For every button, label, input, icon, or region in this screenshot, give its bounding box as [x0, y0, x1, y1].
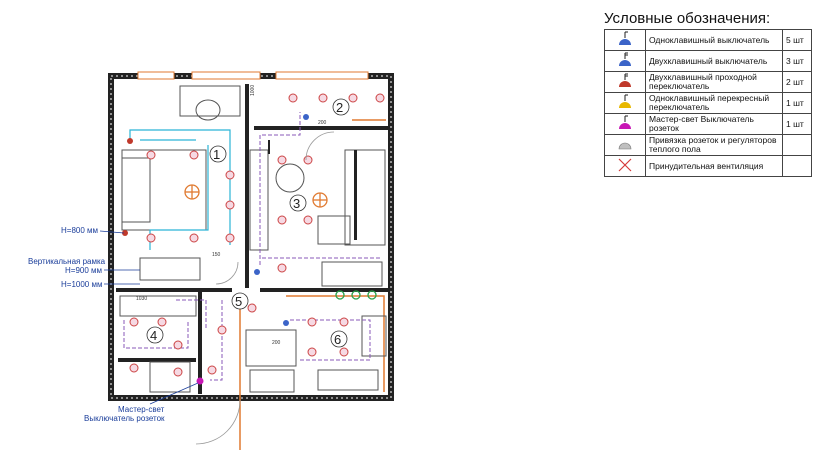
room-5: 5: [235, 294, 242, 309]
dimension-200-top: 200: [318, 120, 327, 126]
legend-label: Привязка розеток и регуляторов теплого п…: [645, 134, 783, 156]
legend-row: Привязка розеток и регуляторов теплого п…: [604, 134, 812, 156]
legend-count: 1 шт: [782, 113, 812, 135]
socket-binding-icon: [604, 134, 646, 156]
ceiling-fixtures: [129, 93, 385, 377]
legend-row: Одноклавишный выключатель 5 шт: [604, 29, 812, 51]
dimension-150: 150: [212, 252, 221, 258]
legend-table: Одноклавишный выключатель 5 шт Двухклави…: [604, 29, 812, 177]
height-1000-label: Н=1000 мм: [61, 280, 103, 289]
double-switch-icon: [604, 50, 646, 72]
legend-label: Двухклавишный проходной переключатель: [645, 71, 783, 93]
legend-count: 2 шт: [782, 71, 812, 93]
legend-label: Мастер-свет Выключатель розеток: [645, 113, 783, 135]
height-800-label: Н=800 мм: [61, 226, 99, 235]
orange-lines: [239, 119, 386, 450]
cross-switch-icon: [604, 92, 646, 114]
annotation-leaders: [99, 230, 199, 405]
legend-label: Двухклавишный выключатель: [645, 50, 783, 72]
master-light-label: Мастер-свет: [118, 405, 165, 414]
dark-elements: [268, 140, 357, 240]
legend-count: 5 шт: [782, 29, 812, 51]
main-ceiling-lights: [184, 184, 328, 208]
dimension-200-bottom: 200: [272, 340, 281, 346]
single-switch-icon: [604, 29, 646, 51]
legend-row: Одноклавишный перекресный переключатель …: [604, 92, 812, 114]
legend-label: Одноклавишный перекресный переключатель: [645, 92, 783, 114]
dimension-1030: 1030: [136, 296, 147, 302]
legend-count: 3 шт: [782, 50, 812, 72]
room-6: 6: [334, 332, 341, 347]
room-numbers: [146, 98, 350, 348]
double-passthrough-switch-icon: [604, 71, 646, 93]
floor-plan: 1 2 3 4 5 6 200 200 150 1030 1000: [99, 71, 394, 450]
legend-count: [782, 134, 812, 156]
vertical-frame-label: Вертикальная рамка: [28, 257, 106, 266]
legend-label: Принудительная вентиляция: [645, 155, 783, 177]
legend-row: Двухклавишный выключатель 3 шт: [604, 50, 812, 72]
dimension-1000: 1000: [250, 85, 256, 96]
legend-row: Двухклавишный проходной переключатель 2 …: [604, 71, 812, 93]
room-4: 4: [150, 328, 157, 343]
purple-wiring: [123, 112, 380, 381]
height-900-label: Н=900 мм: [65, 266, 103, 275]
interior-walls: [116, 84, 388, 394]
legend-count: 1 шт: [782, 92, 812, 114]
switch-markers: [122, 114, 309, 385]
kitchen-sockets: [335, 290, 377, 300]
legend-count: [782, 155, 812, 177]
legend-row: Принудительная вентиляция: [604, 155, 812, 177]
furniture: [119, 85, 387, 393]
ventilation-icon: [604, 155, 646, 177]
door-swings: [195, 131, 335, 445]
room-1: 1: [213, 147, 220, 162]
room-2: 2: [336, 100, 343, 115]
legend-title: Условные обозначения:: [604, 10, 771, 27]
legend-label: Одноклавишный выключатель: [645, 29, 783, 51]
windows: [137, 71, 369, 80]
legend-row: Мастер-свет Выключатель розеток 1 шт: [604, 113, 812, 135]
room-3: 3: [293, 196, 300, 211]
socket-switch-label: Выключатель розеток: [84, 414, 165, 423]
master-light-switch-icon: [604, 113, 646, 135]
